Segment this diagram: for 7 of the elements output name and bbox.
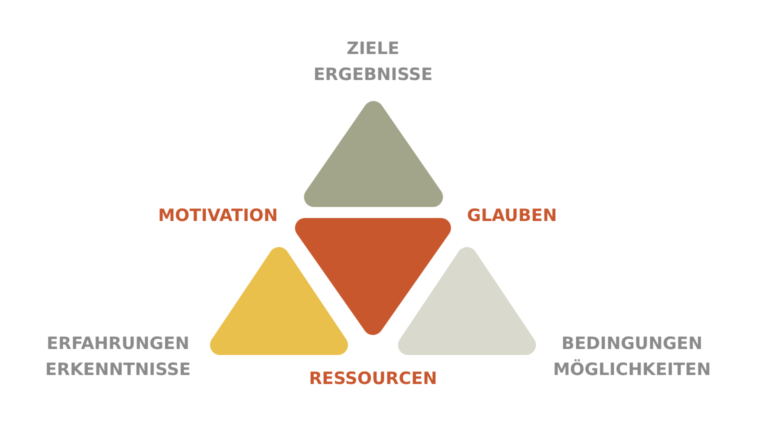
triangle-caption: BEDINGUNGEN MÖGLICHKEITEN	[553, 333, 711, 382]
triangle-caption: ERFAHRUNGEN ERKENNTNISSE	[45, 333, 191, 382]
side-label: GLAUBEN	[466, 205, 558, 227]
triangle-shape	[295, 218, 451, 335]
side-label: MOTIVATION	[158, 205, 278, 227]
triangle-caption: ZIELE ERGEBNISSE	[313, 38, 433, 87]
side-label: RESSOURCEN	[308, 368, 438, 390]
